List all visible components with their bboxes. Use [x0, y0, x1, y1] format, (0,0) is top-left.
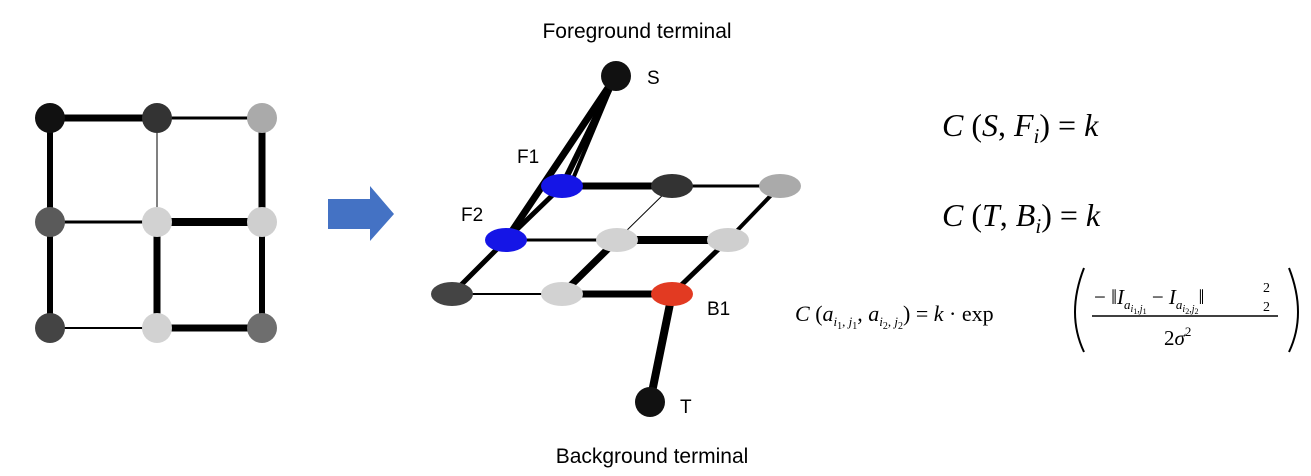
background-terminal-label: Background terminal — [556, 445, 749, 468]
node-r0c1 — [142, 103, 172, 133]
source-label: S — [647, 68, 660, 89]
svg-text:2: 2 — [1263, 281, 1270, 296]
b1-label: B1 — [707, 299, 730, 320]
sink-terminal-node — [635, 387, 665, 417]
node-r1c0 — [35, 207, 65, 237]
equation-sink-link: C (T, Bi) = k — [942, 197, 1101, 238]
node-p-r2c1 — [541, 282, 583, 306]
node-r1c2 — [247, 207, 277, 237]
equation-source-link: C (S, Fi) = k — [942, 107, 1099, 148]
right-arrow-icon — [328, 186, 394, 241]
right-big-paren — [1288, 267, 1299, 353]
node-p-r0c1 — [651, 174, 693, 198]
sink-label: T — [680, 397, 692, 418]
node-p-r1c2 — [707, 228, 749, 252]
node-p-r2c0 — [431, 282, 473, 306]
node-p-b1 — [651, 282, 693, 306]
node-r2c1 — [142, 313, 172, 343]
source-terminal-node — [601, 61, 631, 91]
node-p-r1c1 — [596, 228, 638, 252]
svg-text:2: 2 — [1263, 300, 1270, 315]
svg-text:− ‖Iai1,j1 − Iai2,j2‖: − ‖Iai1,j1 − Iai2,j2‖ — [1094, 285, 1204, 316]
tlink-b1-t — [646, 293, 676, 403]
left-big-paren — [1074, 267, 1085, 353]
node-r1c1 — [142, 207, 172, 237]
node-r2c2 — [247, 313, 277, 343]
node-p-f1 — [541, 174, 583, 198]
node-r0c2 — [247, 103, 277, 133]
equations: C (S, Fi) = k C (T, Bi) = k C (ai1, j1, … — [795, 107, 1299, 353]
node-r0c0 — [35, 103, 65, 133]
st-graph: Foreground terminal Background terminal … — [431, 20, 801, 468]
tlink-s-f1-b — [568, 75, 618, 187]
svg-text:2σ2: 2σ2 — [1164, 324, 1191, 350]
node-p-r0c2 — [759, 174, 801, 198]
pixel-grid-graph — [35, 103, 277, 343]
foreground-terminal-label: Foreground terminal — [542, 20, 731, 43]
f1-label: F1 — [517, 147, 539, 168]
f2-label: F2 — [461, 205, 483, 226]
svg-text:C (ai1, j1, ai2, j2) = k · exp: C (ai1, j1, ai2, j2) = k · exp — [795, 301, 994, 332]
node-r2c0 — [35, 313, 65, 343]
tlink-s-f2 — [503, 74, 619, 242]
equation-neighbor-link: C (ai1, j1, ai2, j2) = k · exp − ‖Iai1,j… — [795, 267, 1299, 353]
node-p-f2 — [485, 228, 527, 252]
